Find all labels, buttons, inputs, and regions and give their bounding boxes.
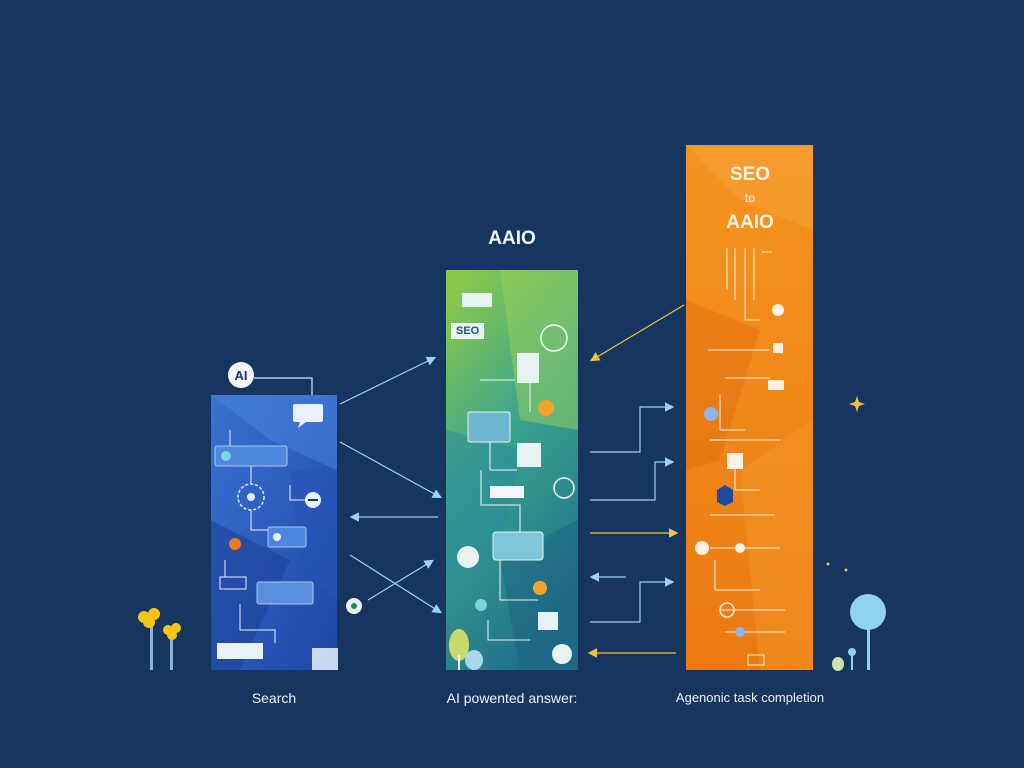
answers-label: AI powented answer: — [446, 690, 578, 706]
orange-title-line1: SEO — [729, 164, 771, 185]
aaio-title: AAIO — [488, 228, 536, 249]
agentic-label: Agenonic task completion — [675, 690, 825, 705]
search-to-answer-arrows — [339, 356, 443, 614]
answer-to-agentic-arrows — [587, 304, 685, 658]
ai-badge: AI — [228, 362, 254, 388]
orange-title-line3: AAIO — [726, 212, 774, 233]
search-label: Search — [251, 690, 297, 706]
orange-title-line2: to — [744, 191, 755, 205]
yellow-flower-trees — [138, 608, 181, 670]
search-column — [211, 377, 338, 670]
sparkle-icons — [826, 396, 865, 572]
blue-trees — [832, 594, 886, 671]
agentic-column — [686, 145, 813, 670]
seo-tag: SEO — [451, 323, 485, 339]
